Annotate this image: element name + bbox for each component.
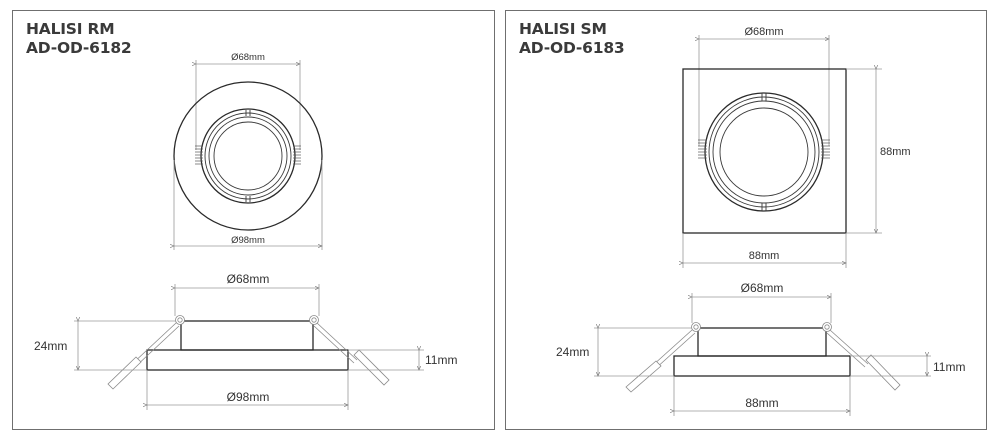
- cutout-dimension-label: Ø68mm: [231, 52, 265, 63]
- width-dimension-label: 88mm: [745, 396, 778, 410]
- panel-halisi-sm: HALISI SM AD-OD-6183: [505, 10, 987, 430]
- height-dimension-label: 24mm: [556, 345, 589, 359]
- panel-halisi-rm: HALISI RM AD-OD-6182: [12, 10, 495, 430]
- square-top-view: Ø68mm 88mm 88mm: [683, 26, 911, 268]
- round-top-view: Ø68mm Ø98mm: [174, 52, 322, 250]
- cutout-dimension-label: Ø68mm: [741, 281, 784, 295]
- cutout-dimension-label: Ø68mm: [227, 272, 270, 286]
- outer-dimension-label: Ø98mm: [231, 235, 265, 246]
- cutout-dimension-label: Ø68mm: [744, 26, 783, 38]
- flange-dimension-label: 11mm: [933, 360, 965, 374]
- width-dimension-label: Ø98mm: [227, 390, 270, 404]
- spring-right-icon: [821, 139, 830, 159]
- round-side-view: Ø68mm 24mm 11mm Ø98mm: [34, 272, 457, 410]
- spring-left-icon: [698, 139, 707, 159]
- height-dimension-label: 24mm: [34, 339, 67, 353]
- width-dimension-label: 88mm: [749, 250, 780, 262]
- product-name: HALISI SM: [519, 20, 607, 38]
- height-dimension-label: 88mm: [880, 146, 911, 158]
- product-code: AD-OD-6182: [26, 39, 132, 57]
- square-side-view: Ø68mm 24mm 11mm 88mm: [556, 281, 965, 416]
- product-title: HALISI RM AD-OD-6182: [26, 20, 132, 58]
- product-name: HALISI RM: [26, 20, 115, 38]
- spring-right-icon: [293, 145, 301, 165]
- product-title: HALISI SM AD-OD-6183: [519, 20, 625, 58]
- spring-left-icon: [195, 145, 203, 165]
- product-code: AD-OD-6183: [519, 39, 625, 57]
- flange-dimension-label: 11mm: [425, 353, 457, 367]
